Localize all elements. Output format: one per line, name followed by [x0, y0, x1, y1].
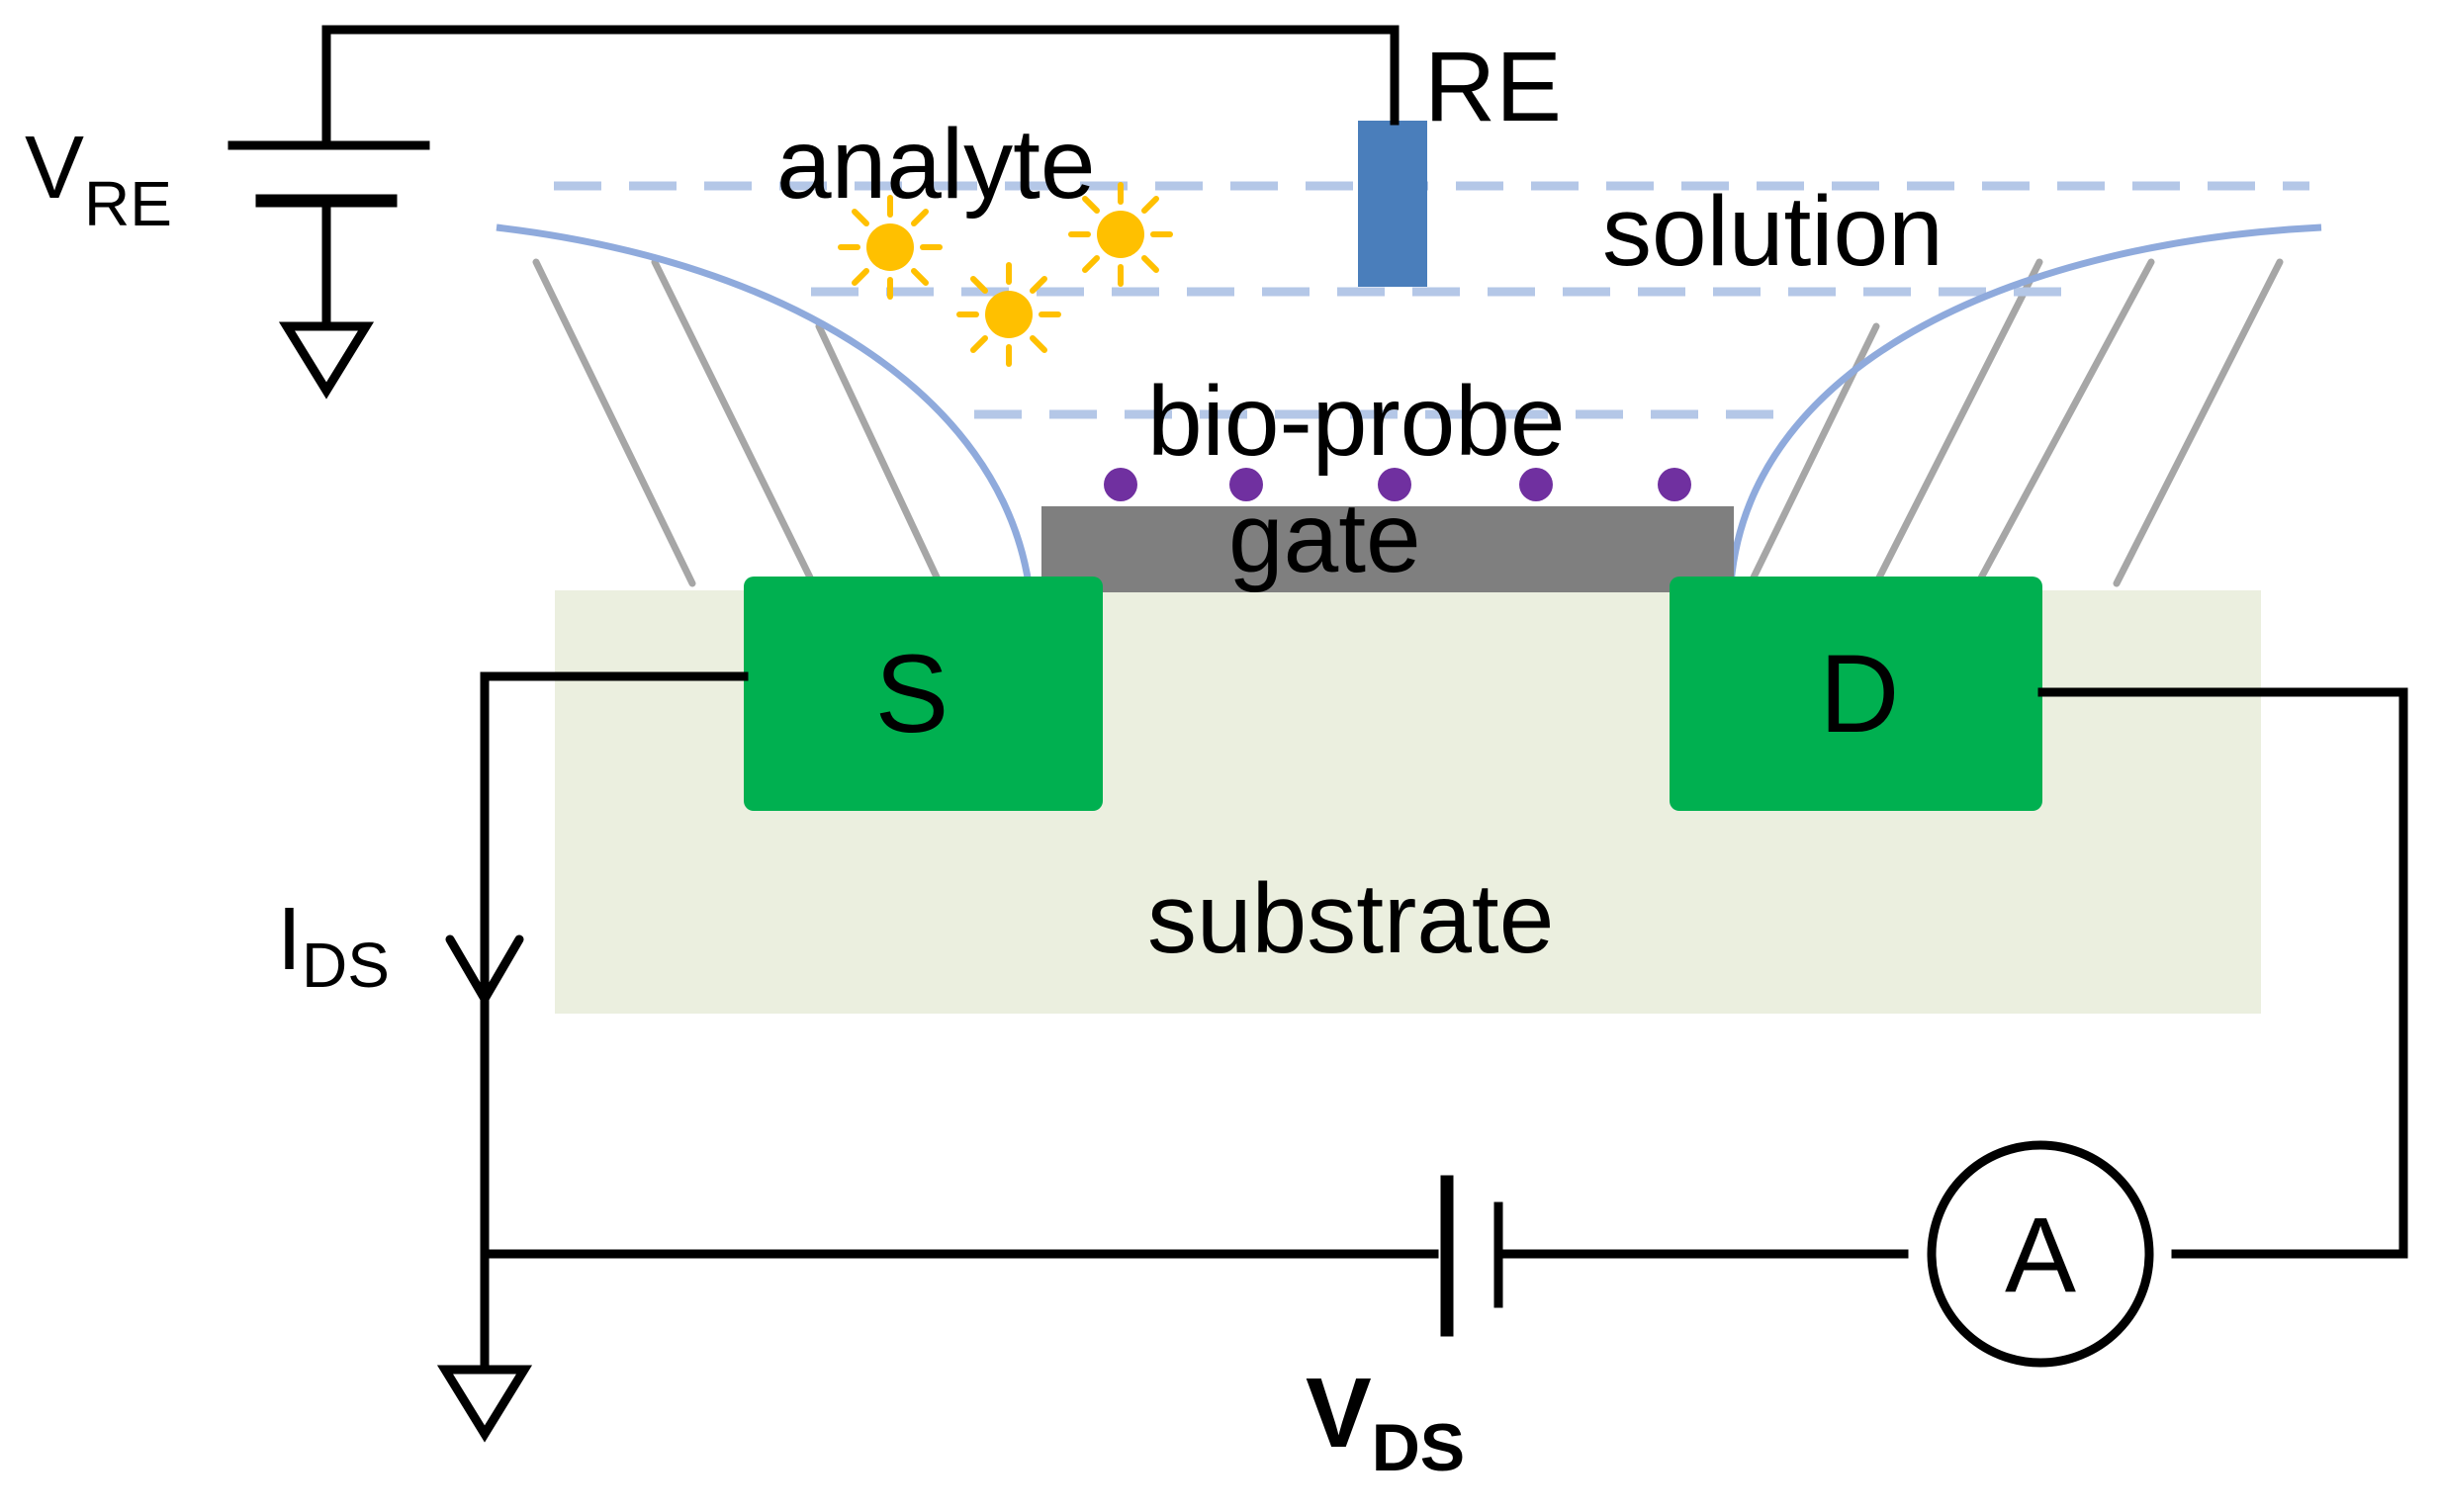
source-electrode	[744, 577, 1103, 811]
bio-probe-dots	[1104, 468, 1691, 501]
sun-icon	[1068, 182, 1173, 287]
gate-label: gate	[1228, 483, 1421, 593]
circuit-wires	[227, 25, 2408, 1375]
wire-drain	[2037, 687, 2408, 1259]
bio-probe-dot	[1378, 468, 1411, 501]
analyte-label: analyte	[776, 109, 1095, 220]
wire-vre-to-re	[321, 25, 1400, 150]
bio-probe-dot	[1658, 468, 1691, 501]
gate-electrode	[1041, 506, 1734, 592]
bio-probe-dot	[1519, 468, 1553, 501]
ground-icon	[278, 321, 375, 400]
bio-probe-dot	[1104, 468, 1137, 501]
i-ds-label: IDS	[277, 890, 390, 1001]
substrate-label: substrate	[1147, 863, 1554, 974]
reference-electrode	[1358, 121, 1427, 287]
v-re-label: VRE	[25, 119, 172, 239]
v-ds-label: VDS	[1306, 1358, 1465, 1485]
sun-icon	[838, 195, 943, 300]
current-arrow-icon	[445, 934, 524, 1008]
container-curve-left	[496, 223, 1033, 584]
re-label: RE	[1424, 32, 1562, 142]
ground-icon	[436, 1365, 533, 1443]
bio-probe-dot	[1229, 468, 1263, 501]
wire-source	[480, 671, 1439, 1259]
sun-icon	[956, 262, 1061, 367]
solution-level-lines	[554, 181, 2309, 419]
bio-probe-label: bio-probe	[1147, 366, 1566, 477]
solution-label: solution	[1602, 176, 1943, 287]
container-curve-right	[1727, 223, 2322, 584]
ammeter-label: A	[2005, 1195, 2076, 1314]
drain-electrode	[1670, 577, 2042, 811]
drain-label: D	[1820, 632, 1900, 756]
source-label: S	[875, 632, 949, 756]
ammeter-icon	[1927, 1140, 2154, 1368]
